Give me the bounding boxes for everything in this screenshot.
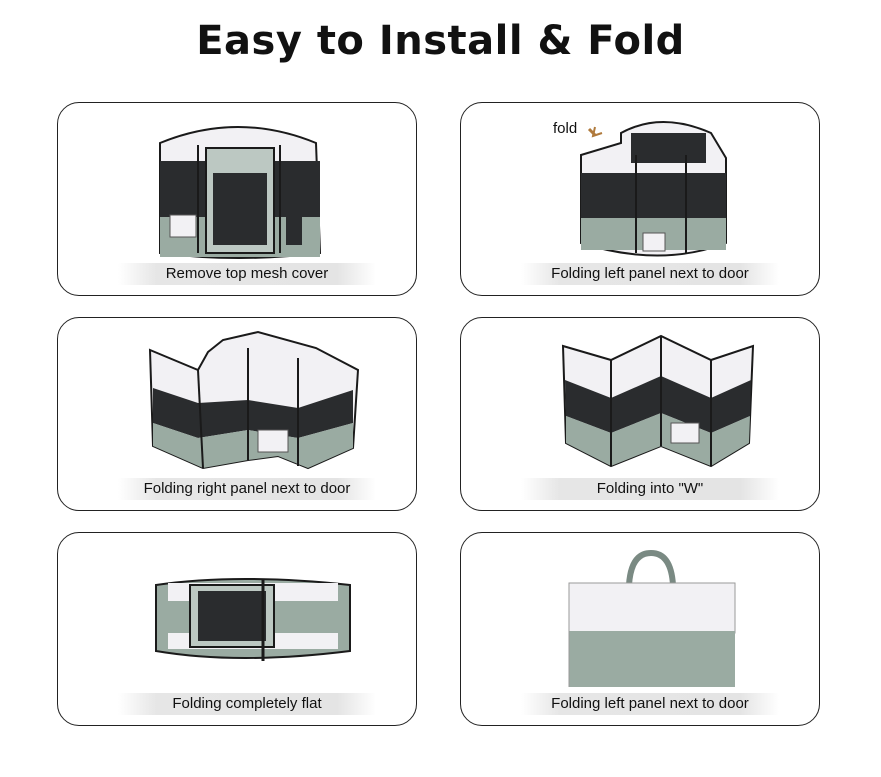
carry-bag-image — [568, 549, 736, 687]
step-caption: Folding left panel next to door — [521, 693, 779, 715]
step-card-6: Folding left panel next to door — [460, 532, 820, 726]
step-card-2: fold Folding left panel next to door — [460, 102, 820, 296]
step-card-1: Remove top mesh cover — [57, 102, 417, 296]
playpen-open-image — [159, 126, 322, 259]
playpen-w-fold-image — [561, 334, 755, 468]
page-title: Easy to Install & Fold — [196, 18, 685, 64]
step-caption: Folding right panel next to door — [118, 478, 376, 500]
playpen-flat-image — [155, 578, 351, 661]
step-card-5: Folding completely flat — [57, 532, 417, 726]
step-caption: Folding into "W" — [521, 478, 779, 500]
step-card-3: Folding right panel next to door — [57, 317, 417, 511]
step-caption: Folding left panel next to door — [521, 263, 779, 285]
playpen-left-fold-image — [580, 121, 727, 257]
step-caption: Remove top mesh cover — [118, 263, 376, 285]
step-caption: Folding completely flat — [118, 693, 376, 715]
step-card-4: Folding into "W" — [460, 317, 820, 511]
playpen-right-fold-image — [148, 330, 360, 470]
fold-annotation: fold — [553, 120, 578, 137]
